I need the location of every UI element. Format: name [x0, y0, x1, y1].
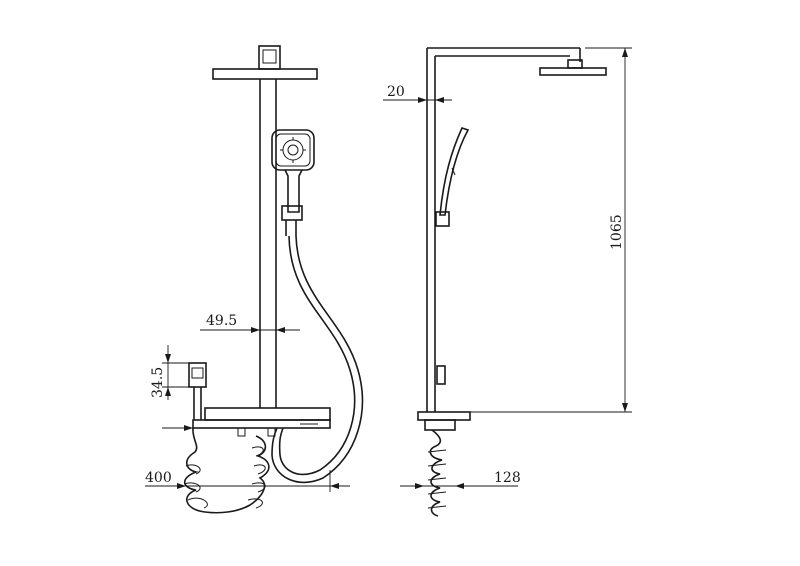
front-shower-hose — [271, 235, 364, 484]
dimension-label-arm-offset: 20 — [387, 84, 405, 100]
dimension-spout-height: 34.5 — [150, 345, 190, 400]
dimension-total-height: 1065 — [470, 47, 632, 413]
front-coiled-hoses — [183, 427, 270, 514]
side-riser-and-arm — [426, 47, 581, 412]
dimension-hose-width: 128 — [400, 470, 521, 489]
dimension-shelf-depth — [162, 425, 193, 431]
side-coiled-hose — [427, 429, 447, 517]
front-hand-shower — [271, 129, 315, 236]
dimension-hose-drop: 400 — [145, 470, 350, 492]
front-rain-shower-head — [212, 45, 318, 80]
dimension-label-spout-height: 34.5 — [150, 367, 166, 398]
side-hand-shower — [435, 127, 470, 227]
front-view — [183, 45, 364, 514]
dimension-label-rail-spacing: 49.5 — [206, 313, 237, 329]
dimension-label-hose-width: 128 — [494, 470, 521, 486]
dimension-label-total-height: 1065 — [609, 214, 625, 250]
side-mixer-shelf — [417, 411, 471, 431]
side-rain-shower-head — [539, 59, 607, 76]
front-riser-column — [259, 79, 277, 408]
side-view — [417, 47, 607, 517]
front-mixer-shelf — [192, 407, 331, 437]
front-tub-spout — [188, 362, 207, 420]
dimension-label-hose-drop: 400 — [145, 470, 172, 486]
side-lower-bracket — [436, 365, 446, 385]
dimension-rail-spacing: 49.5 — [200, 313, 300, 333]
dimension-arm-offset: 20 — [383, 84, 452, 103]
